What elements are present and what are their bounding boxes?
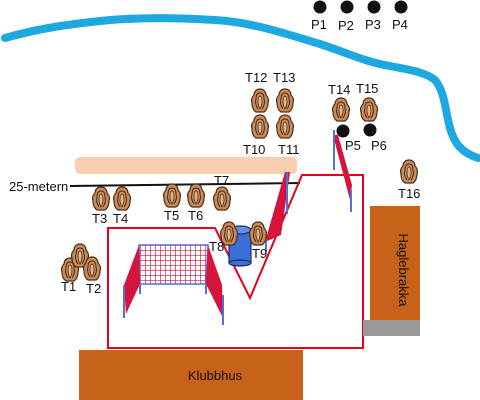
clay-trap-icon: [251, 88, 269, 113]
river: [1, 14, 480, 162]
shooting-point-icon: [367, 0, 381, 14]
shooting-point-icon: [363, 123, 377, 137]
shooting-point-icon: [394, 0, 408, 14]
trap-label-t4: T4: [113, 211, 128, 226]
point-label-p4: P4: [392, 17, 408, 32]
trap-label-t8: T8: [209, 239, 224, 254]
clay-trap-icon: [113, 186, 131, 211]
trap-label-t10: T10: [243, 142, 265, 157]
trap-shed-label: Haglebrakka: [396, 234, 411, 308]
trap-label-t6: T6: [188, 208, 203, 223]
trap-label-t12: T12: [245, 70, 267, 85]
clay-trap-icon: [276, 114, 294, 139]
trap-label-t13: T13: [273, 70, 295, 85]
clay-trap-icon: [83, 256, 101, 281]
trap-label-t3: T3: [92, 211, 107, 226]
trap-label-t1: T1: [61, 279, 76, 294]
point-label-p5: P5: [345, 138, 361, 153]
trap-label-t14: T14: [328, 82, 350, 97]
trap-label-t11: T11: [278, 142, 299, 157]
point-label-p1: P1: [311, 17, 327, 32]
trap-shed-building: [370, 206, 420, 320]
trap-label-t16: T16: [398, 186, 420, 201]
trap-shed-step: [363, 320, 420, 336]
net-enclosure: [123, 244, 224, 325]
clubhouse-building: [79, 350, 303, 400]
clay-trap-icon: [276, 88, 294, 113]
trap-label-t15: T15: [356, 81, 378, 96]
trap-label-t7: T7: [214, 173, 229, 188]
shooting-point-icon: [336, 124, 350, 138]
shooting-point-icon: [313, 0, 327, 14]
clay-trap-icon: [213, 186, 231, 211]
clay-trap-icon: [187, 183, 205, 208]
shooting-points-group: [313, 0, 408, 138]
trap-label-t9: T9: [252, 246, 267, 261]
trap-label-t2: T2: [86, 281, 101, 296]
clay-trap-icon: [360, 97, 378, 122]
clay-trap-icon: [92, 186, 110, 211]
point-label-p3: P3: [365, 17, 381, 32]
clay-trap-icon: [251, 114, 269, 139]
clay-trap-icon: [163, 183, 181, 208]
shooting-point-icon: [340, 0, 354, 14]
clay-trap-icon: [332, 97, 350, 122]
point-label-p6: P6: [371, 138, 387, 153]
range-platform: [75, 157, 297, 174]
clubhouse-label: Klubbhus: [188, 368, 243, 383]
range-25m-label: 25-metern: [9, 179, 68, 194]
point-label-p2: P2: [338, 18, 354, 33]
trap-label-t5: T5: [164, 208, 179, 223]
safety-net-icon: [333, 130, 352, 212]
clay-trap-icon: [400, 159, 418, 184]
range-line-25m: [69, 182, 301, 187]
clay-trap-icon: [249, 221, 267, 246]
